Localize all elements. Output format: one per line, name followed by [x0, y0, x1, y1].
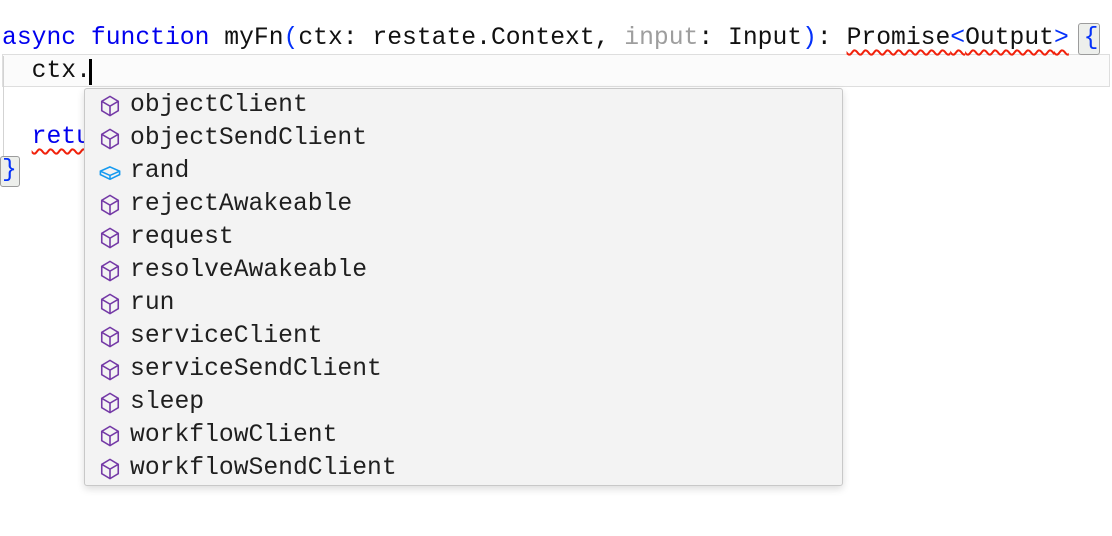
suggestion-label: run — [130, 289, 175, 317]
indent-guide — [3, 56, 4, 156]
symbol-method-icon — [100, 326, 120, 347]
keyword-async: async — [2, 24, 77, 52]
param-ctx: ctx: restate.Context, — [298, 24, 610, 52]
current-line-highlight — [2, 54, 1110, 87]
symbol-method-icon — [100, 227, 120, 248]
close-angle: > — [1054, 24, 1069, 52]
symbol-method-icon — [100, 95, 120, 116]
suggestion-rand[interactable]: rand — [85, 155, 842, 188]
code-line-1[interactable]: async function myFn(ctx: restate.Context… — [2, 22, 1098, 55]
close-paren: ) — [802, 24, 817, 52]
return-type-promise: Promise — [846, 24, 951, 52]
keyword-function: function — [90, 24, 210, 52]
return-type-output: Output — [965, 24, 1054, 52]
open-paren: ( — [283, 24, 299, 52]
bracket-match-open-brace — [1078, 23, 1100, 55]
ctx-dot-text: ctx. — [2, 57, 91, 85]
suggestion-rejectAwakeable[interactable]: rejectAwakeable — [85, 188, 842, 221]
suggestion-workflowClient[interactable]: workflowClient — [85, 419, 842, 452]
symbol-method-icon — [100, 359, 120, 380]
suggestion-label: objectClient — [130, 91, 308, 119]
open-brace: { — [1083, 24, 1099, 52]
colon: : — [816, 24, 847, 52]
code-line-4[interactable]: retu — [2, 121, 91, 154]
space — [1069, 24, 1084, 52]
suggestion-workflowSendClient[interactable]: workflowSendClient — [85, 452, 842, 485]
suggestion-sleep[interactable]: sleep — [85, 386, 842, 419]
space — [76, 24, 91, 52]
bracket-match-close-brace — [0, 156, 20, 187]
close-brace: } — [2, 156, 17, 184]
suggestion-request[interactable]: request — [85, 221, 842, 254]
symbol-method-icon — [100, 392, 120, 413]
suggestion-label: rand — [130, 157, 190, 185]
suggestion-objectClient[interactable]: objectClient — [85, 89, 842, 122]
colon: : — [698, 24, 714, 52]
symbol-method-icon — [100, 260, 120, 281]
space — [609, 24, 624, 52]
text-cursor — [89, 59, 92, 85]
suggestion-label: serviceClient — [130, 322, 323, 350]
symbol-method-icon — [100, 458, 120, 479]
return-type-error: Promise<Output> — [847, 24, 1069, 52]
suggestion-serviceSendClient[interactable]: serviceSendClient — [85, 353, 842, 386]
suggestion-label: sleep — [130, 388, 205, 416]
symbol-method-icon — [100, 425, 120, 446]
suggestion-label: serviceSendClient — [130, 355, 382, 383]
open-angle: < — [950, 24, 966, 52]
autocomplete-popup: objectClient objectSendClient rand rejec… — [84, 88, 843, 486]
symbol-method-icon — [100, 128, 120, 149]
code-line-2[interactable]: ctx. — [2, 55, 91, 88]
symbol-method-icon — [100, 293, 120, 314]
suggestion-label: rejectAwakeable — [130, 190, 353, 218]
param-input-type: Input — [713, 24, 803, 52]
suggestion-label: resolveAwakeable — [130, 256, 368, 284]
suggestion-label: workflowSendClient — [130, 454, 397, 482]
suggestion-resolveAwakeable[interactable]: resolveAwakeable — [85, 254, 842, 287]
symbol-field-icon — [99, 165, 121, 180]
suggestion-label: workflowClient — [130, 421, 338, 449]
symbol-method-icon — [100, 194, 120, 215]
suggestion-serviceClient[interactable]: serviceClient — [85, 320, 842, 353]
keyword-return-partial: retu — [31, 123, 91, 151]
suggestion-label: request — [130, 223, 234, 251]
function-name: myFn — [209, 24, 284, 52]
suggestion-run[interactable]: run — [85, 287, 842, 320]
indent — [2, 123, 32, 151]
param-input-unused: input — [624, 24, 699, 52]
suggestion-label: objectSendClient — [130, 124, 368, 152]
code-line-5[interactable]: } — [2, 154, 17, 187]
suggestion-list: objectClient objectSendClient rand rejec… — [85, 89, 842, 485]
suggestion-objectSendClient[interactable]: objectSendClient — [85, 122, 842, 155]
